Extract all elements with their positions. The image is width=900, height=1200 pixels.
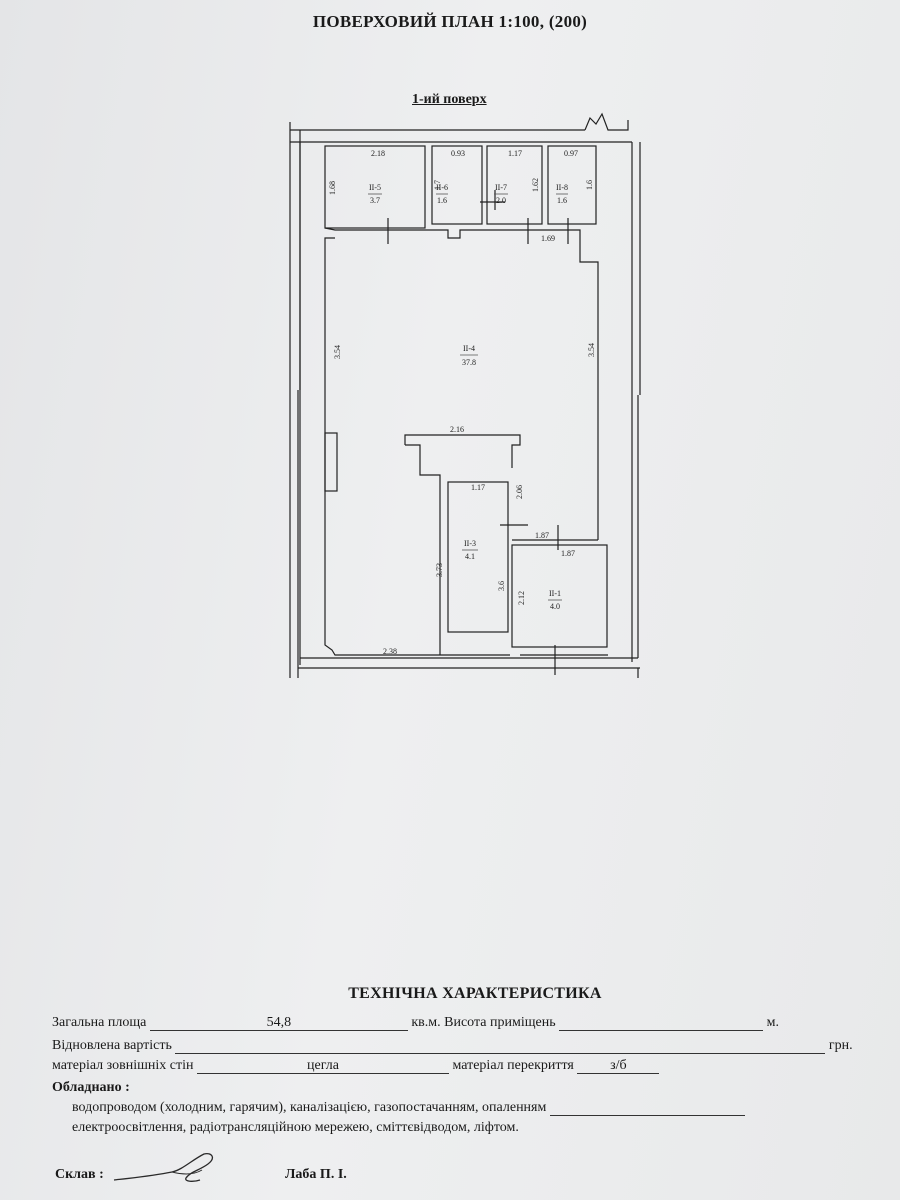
room-area: 1.6 [557, 196, 567, 205]
equipped-line-2: електроосвітлення, радіотрансляційною ме… [72, 1120, 519, 1135]
height-unit: м. [766, 1015, 779, 1030]
composed-label: Склав : [55, 1167, 104, 1182]
room-area: 4.1 [465, 552, 475, 561]
row-cost: Відновлена вартість грн. [52, 1038, 853, 1054]
dimension-label: 3.6 [497, 581, 506, 591]
dimension-label: 3.54 [587, 343, 596, 357]
floor-plan: II-5 3.7 II-6 1.6 II-7 2.0 II-8 1.6 II-4… [289, 112, 641, 678]
composer-name: Лаба П. І. [285, 1167, 347, 1182]
row-equipped-1: водопроводом (холодним, гарячим), каналі… [72, 1100, 745, 1116]
ceiling-value: з/б [610, 1058, 627, 1073]
dimension-label: 2.18 [371, 149, 385, 158]
dimension-label: 2.38 [383, 647, 397, 656]
equipped-label: Обладнано : [52, 1080, 130, 1095]
dimension-label: 1.17 [471, 483, 485, 492]
cost-label: Відновлена вартість [52, 1038, 172, 1053]
total-area-label: Загальна площа [52, 1015, 147, 1030]
signature [113, 1152, 213, 1182]
room-id: II-1 [549, 589, 561, 598]
dimension-label: 1.7 [433, 180, 442, 190]
row-materials: матеріал зовнішніх стін цегла матеріал п… [52, 1058, 660, 1074]
dimension-label: 2.06 [515, 485, 524, 499]
page-title: ПОВЕРХОВИЙ ПЛАН 1:100, (200) [312, 12, 588, 31]
total-area-field: 54,8 [149, 1015, 408, 1031]
room-id: II-3 [464, 539, 476, 548]
dimension-label: 3.54 [333, 345, 342, 359]
dimension-label: 0.93 [451, 149, 465, 158]
room-area: 3.7 [370, 196, 380, 205]
row-total-area: Загальна площа 54,8 кв.м. Висота приміще… [52, 1015, 779, 1031]
floor-label: 1-ий поверх [412, 92, 487, 107]
room-area: 1.6 [437, 196, 447, 205]
walls-value: цегла [307, 1058, 339, 1073]
total-area-value: 54,8 [266, 1015, 292, 1030]
ceiling-field: з/б [577, 1058, 660, 1074]
ceiling-label: матеріал перекриття [452, 1058, 574, 1073]
room-id: II-4 [463, 344, 475, 353]
height-field [559, 1015, 764, 1031]
room-area: 4.0 [550, 602, 560, 611]
walls-label: матеріал зовнішніх стін [52, 1058, 194, 1073]
dimension-label: 1.87 [561, 549, 575, 558]
room-area: 2.0 [496, 196, 506, 205]
room-id: II-5 [369, 183, 381, 192]
dimension-label: 2.16 [450, 425, 464, 434]
cost-unit: грн. [828, 1038, 853, 1053]
walls-field: цегла [196, 1058, 449, 1074]
room-area: 37.8 [462, 358, 476, 367]
dimension-label: 1.17 [508, 149, 522, 158]
area-unit: кв.м. [411, 1015, 441, 1030]
dimension-label: 1.87 [535, 531, 549, 540]
dimension-label: 1.6 [585, 180, 594, 190]
dimension-label: 1.69 [541, 234, 555, 243]
dimension-label: 1.62 [531, 178, 540, 192]
height-label: Висота приміщень [444, 1015, 556, 1030]
dimension-label: 3.73 [435, 563, 444, 577]
cost-field [175, 1038, 826, 1054]
equipped-field [549, 1100, 745, 1116]
dimension-label: 1.68 [328, 181, 337, 195]
dimension-label: 2.12 [517, 591, 526, 605]
dimension-label: 0.97 [564, 149, 578, 158]
tech-title: ТЕХНІЧНА ХАРАКТЕРИСТИКА [348, 985, 602, 1002]
equipped-line-1: водопроводом (холодним, гарячим), каналі… [72, 1100, 547, 1115]
room-id: II-8 [556, 183, 568, 192]
room-id: II-7 [495, 183, 507, 192]
room-id: II-6 [436, 183, 448, 192]
